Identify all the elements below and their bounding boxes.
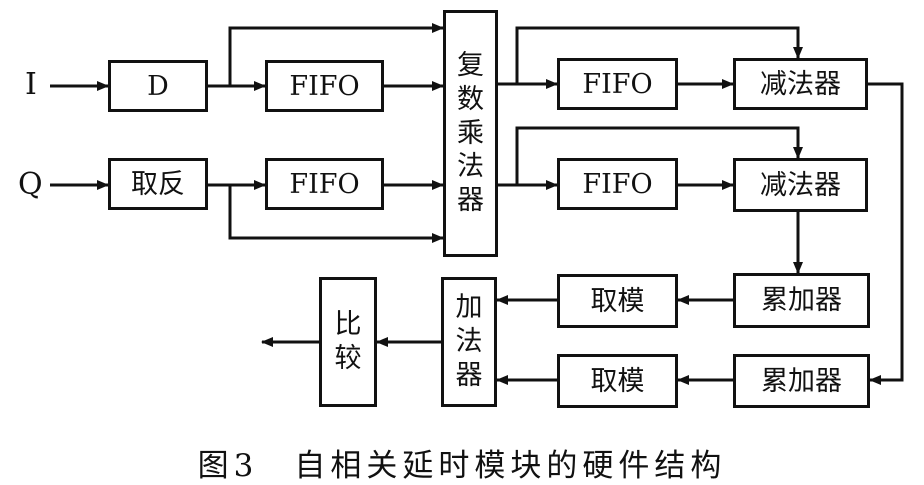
accumulator-bottom-block: 累加器 (733, 354, 870, 408)
subtractor-top-label: 减法器 (760, 68, 841, 100)
fifo-out-top-label: FIFO (582, 68, 653, 100)
accumulator-top-label: 累加器 (761, 285, 842, 316)
wire-multiplier-branch-to-subtractor-bottom (515, 126, 803, 185)
input-label-q: Q (18, 167, 43, 202)
fifo-out-bottom-label: FIFO (582, 168, 653, 200)
complex-multiplier-char: 乘 (457, 117, 484, 149)
delay-block: D (108, 60, 208, 112)
adder-block: 加 法 器 (441, 277, 497, 407)
accumulator-top-block: 累加器 (733, 273, 870, 328)
adder-char: 加 (455, 292, 483, 324)
complex-multiplier-char: 器 (457, 185, 484, 217)
figure-caption: 图3 自相关延时模块的硬件结构 (197, 448, 727, 484)
invert-block-label: 取反 (131, 168, 185, 200)
complex-multiplier-char: 复 (457, 50, 484, 82)
fifo-out-bottom-block: FIFO (557, 158, 678, 210)
delay-block-label: D (147, 70, 169, 102)
wire-delay-branch-to-multiplier (228, 23, 444, 86)
wire-subtractor-top-to-accumulator-bottom (868, 82, 904, 385)
adder-char: 器 (455, 359, 483, 391)
fifo-i-block: FIFO (265, 60, 384, 112)
modulus-bottom-label: 取模 (590, 365, 645, 397)
modulus-bottom-block: 取模 (557, 354, 678, 408)
complex-multiplier-block: 复 数 乘 法 器 (443, 10, 498, 257)
adder-char: 法 (455, 326, 483, 358)
accumulator-bottom-label: 累加器 (761, 365, 842, 397)
fifo-q-label: FIFO (289, 168, 360, 200)
complex-multiplier-char: 数 (457, 83, 484, 115)
comparator-block: 比 较 (319, 277, 377, 407)
complex-multiplier-char: 法 (457, 151, 484, 183)
subtractor-top-block: 减法器 (733, 58, 868, 110)
fifo-i-label: FIFO (289, 70, 360, 102)
comparator-char: 比 (334, 309, 362, 341)
modulus-top-label: 取模 (590, 285, 645, 317)
fifo-q-block: FIFO (265, 158, 384, 210)
input-label-i: I (25, 67, 37, 102)
invert-block: 取反 (108, 158, 208, 210)
subtractor-bottom-label: 减法器 (760, 169, 841, 201)
fifo-out-top-block: FIFO (557, 58, 678, 110)
wire-invert-branch-to-multiplier (228, 185, 444, 243)
modulus-top-block: 取模 (557, 274, 678, 328)
subtractor-bottom-block: 减法器 (733, 158, 868, 212)
comparator-char: 较 (334, 343, 362, 374)
wire-multiplier-branch-to-subtractor-top (515, 26, 803, 84)
